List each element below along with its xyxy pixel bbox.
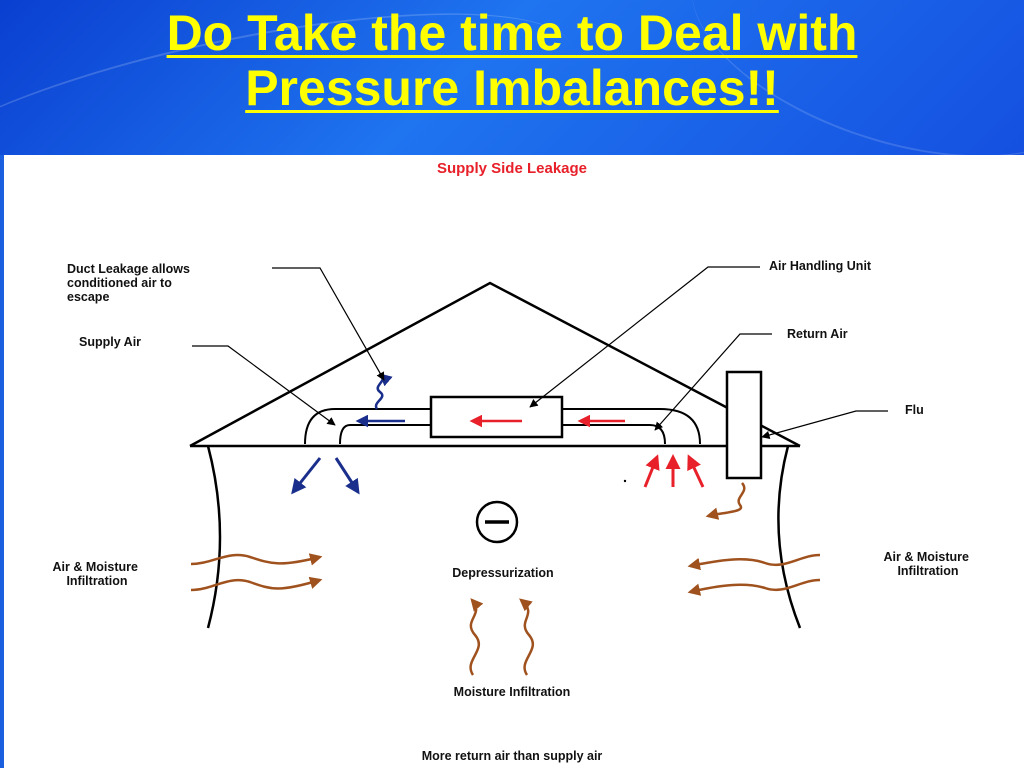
leader-flu [761,410,888,440]
label-duct-leakage-line-3: escape [67,290,109,304]
label-infiltration-right-line-2: Infiltration [897,564,958,578]
flue-backdraft-arrow [705,482,746,520]
label-duct-leakage: Duct Leakage allows conditioned air to e… [67,262,193,304]
air-handling-unit [429,395,564,439]
label-supply-air: Supply Air [79,335,141,349]
diagram-footer: More return air than supply air [422,749,603,763]
return-inlet-arrow [643,454,660,488]
label-infiltration-right-line-1: Air & Moisture [884,550,969,564]
supply-outlet-arrow [291,457,322,495]
label-moisture-infiltration: Moisture Infiltration [454,685,571,699]
label-duct-leakage-line-1: Duct Leakage allows [67,262,190,276]
leader-air-handling-unit [529,266,760,408]
supply-duct [304,408,431,445]
flue-pipe [725,370,763,480]
infiltration-arrow-right [687,553,821,571]
moisture-arrow-bottom [469,598,484,676]
stray-dot [623,479,627,483]
house-left-wall [206,445,222,629]
infiltration-arrow-left [190,553,323,566]
slide-title-line-2: Pressure Imbalances!! [245,60,779,116]
label-infiltration-left-line-2: Infiltration [66,574,127,588]
label-infiltration-left-line-1: Air & Moisture [53,560,138,574]
slide-title-line-1: Do Take the time to Deal with [166,5,858,61]
supply-outlet-arrow [334,457,360,495]
label-flu: Flu [905,403,924,417]
infiltration-arrow-right [687,578,821,596]
duct-leakage-arrow [374,373,393,410]
diagram-heading: Supply Side Leakage [437,160,587,177]
label-depressurization: Depressurization [452,566,553,580]
house-right-wall [777,445,802,629]
supply-side-leakage-diagram: Supply Side Leakage [53,160,973,763]
leader-duct-leakage [272,267,385,381]
leader-supply-air [192,345,336,426]
label-air-handling-unit: Air Handling Unit [769,259,872,273]
label-return-air: Return Air [787,327,848,341]
leader-return-air [654,333,772,431]
title-banner: Do Take the time to Deal with Pressure I… [0,0,1024,155]
infiltration-arrow-left [190,576,323,592]
label-infiltration-right: Air & Moisture Infiltration [884,550,973,578]
label-infiltration-left: Air & Moisture Infiltration [53,560,142,588]
diagram-panel: Supply Side Leakage [4,155,1024,768]
moisture-arrow-bottom [519,598,535,676]
return-inlet-arrow [687,454,705,488]
slide-title: Do Take the time to Deal with Pressure I… [0,6,1024,116]
return-duct [562,408,701,445]
label-duct-leakage-line-2: conditioned air to [67,276,172,290]
